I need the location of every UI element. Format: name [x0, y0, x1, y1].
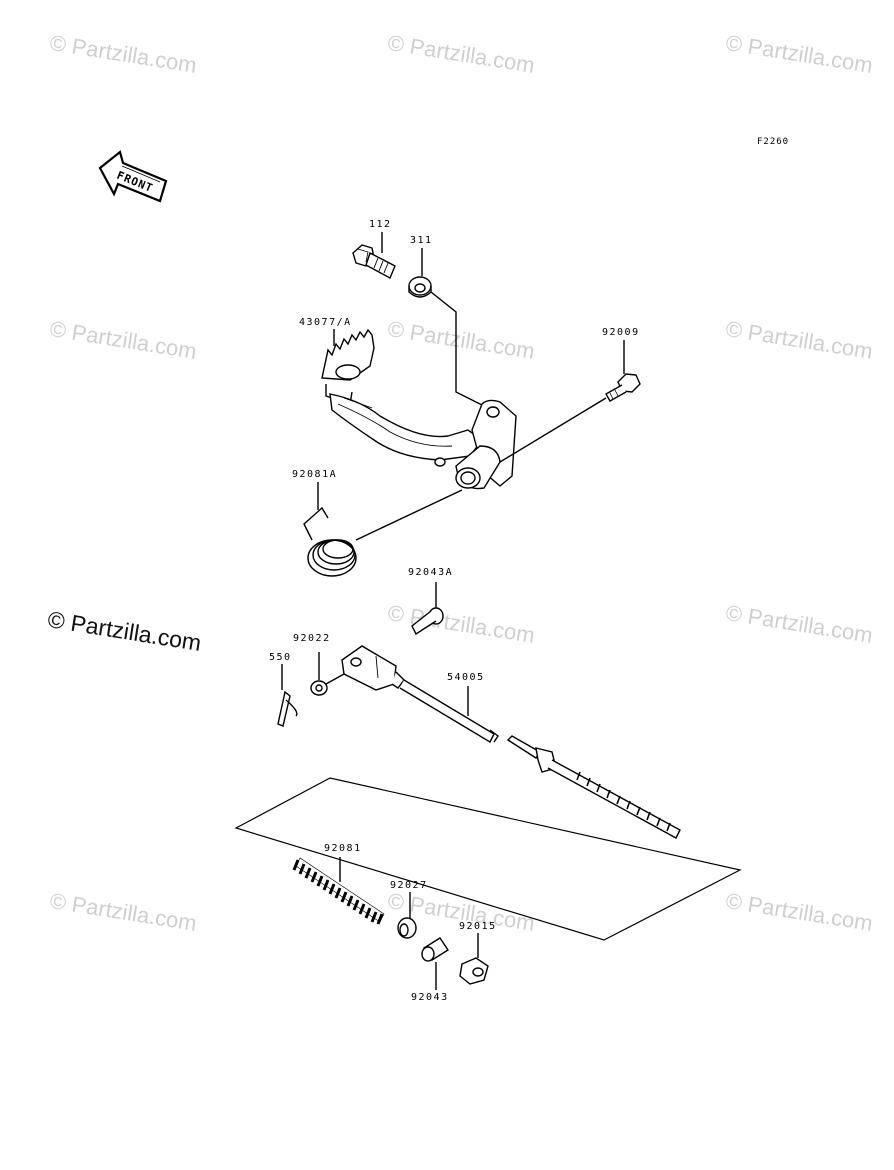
- brake-cable-icon[interactable]: [506, 735, 681, 839]
- assembly-outline: [234, 777, 742, 941]
- nut-311-icon[interactable]: [408, 248, 487, 408]
- part-label-92022[interactable]: 92022: [293, 633, 331, 644]
- front-arrow-icon: FRONT: [98, 150, 168, 203]
- bolt-92009-icon[interactable]: [499, 340, 641, 463]
- part-label-92043a[interactable]: 92043A: [408, 567, 454, 578]
- brake-rod-icon[interactable]: [341, 645, 499, 743]
- washer-92022-icon[interactable]: [310, 652, 345, 696]
- diagram-code: F2260: [757, 137, 790, 147]
- part-label-92027[interactable]: 92027: [390, 880, 428, 891]
- nut-92015-icon[interactable]: [459, 933, 489, 985]
- part-label-43077a[interactable]: 43077/A: [299, 317, 352, 328]
- part-label-550[interactable]: 550: [269, 652, 292, 663]
- part-label-92081a[interactable]: 92081A: [292, 469, 338, 480]
- compression-spring-icon[interactable]: [292, 857, 385, 925]
- part-label-92043[interactable]: 92043: [411, 992, 449, 1003]
- part-label-92081[interactable]: 92081: [324, 843, 362, 854]
- return-spring-icon[interactable]: [303, 482, 463, 577]
- cotter-pin-icon[interactable]: [277, 664, 298, 727]
- clevis-pin-icon[interactable]: [411, 582, 444, 636]
- joint-92043-icon[interactable]: [421, 937, 449, 990]
- brake-pedal-icon[interactable]: [321, 328, 517, 490]
- part-label-311[interactable]: 311: [410, 235, 433, 246]
- part-label-92009[interactable]: 92009: [602, 327, 640, 338]
- bolt-112-icon[interactable]: [352, 232, 396, 279]
- washer-92027-icon[interactable]: [397, 892, 417, 939]
- part-label-54005[interactable]: 54005: [447, 672, 485, 683]
- part-label-112[interactable]: 112: [369, 219, 392, 230]
- part-label-92015[interactable]: 92015: [459, 921, 497, 932]
